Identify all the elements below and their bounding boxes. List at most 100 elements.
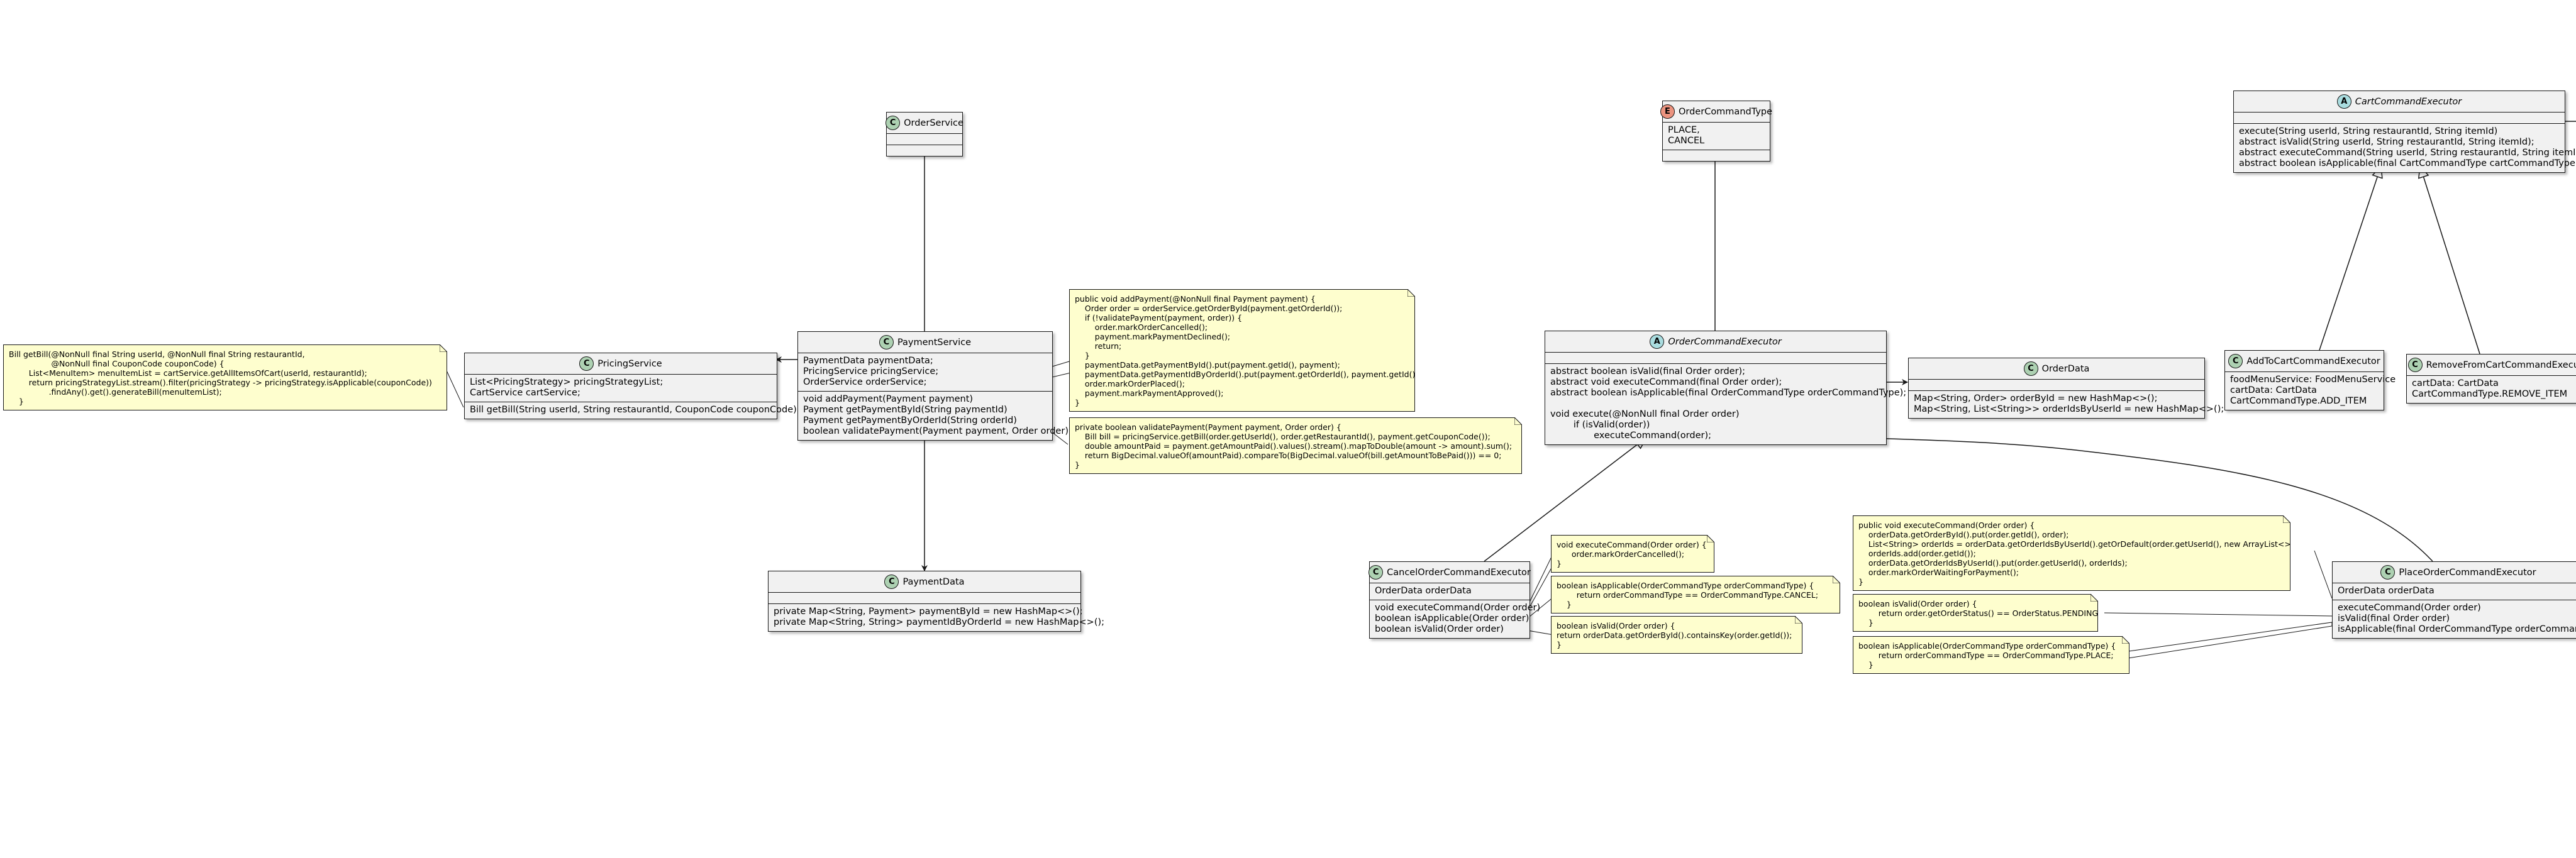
note-link-cancel-applicable	[1529, 597, 1554, 617]
class-methods	[1663, 150, 1770, 161]
note-place-execute-command: public void executeCommand(Order order) …	[1853, 515, 2290, 591]
abstract-a-icon: A	[1650, 334, 1665, 349]
enum-e-icon: E	[1660, 104, 1675, 119]
edge-cancel-extends-executor	[1484, 437, 1646, 562]
note-fold-icon	[1514, 417, 1522, 425]
method-row: executeCommand(order);	[1550, 431, 1712, 441]
field-row: PricingService pricingService;	[803, 366, 939, 377]
method-row: void executeCommand(Order order)	[1375, 603, 1541, 613]
method-row: Payment getPaymentById(String paymentId)	[803, 405, 1008, 415]
method-row: execute(String userId, String restaurant…	[2239, 126, 2498, 136]
class-c-icon: C	[879, 335, 894, 349]
method-row: abstract isValid(String userId, String r…	[2239, 137, 2534, 147]
field-row: CartCommandType.ADD_ITEM	[2230, 396, 2367, 406]
class-fields: OrderData orderData	[2333, 583, 2576, 600]
class-fields	[1545, 352, 1886, 363]
class-c-icon: C	[579, 356, 594, 371]
note-add-payment: public void addPayment(@NonNull final Pa…	[1069, 289, 1415, 412]
method-row: private Map<String, String> paymentIdByO…	[774, 617, 1105, 627]
class-methods: private Map<String, Payment> paymentById…	[769, 603, 1105, 631]
method-row: isValid(final Order order)	[2338, 613, 2450, 624]
method-row: boolean isApplicable(Order order)	[1375, 613, 1530, 624]
edge-removecart-extends-cartexecutor	[2420, 166, 2480, 355]
class-methods: executeCommand(Order order) isValid(fina…	[2333, 600, 2576, 638]
class-name: PricingService	[597, 358, 662, 369]
method-row: executeCommand(Order order)	[2338, 603, 2481, 613]
method-row: private Map<String, Payment> paymentById…	[774, 607, 1083, 617]
class-fields	[1909, 379, 2204, 390]
field-row: OrderData orderData	[2338, 586, 2434, 596]
method-row: Bill getBill(String userId, String resta…	[470, 405, 797, 415]
method-row: boolean validatePayment(Payment payment,…	[803, 426, 1069, 436]
class-name: CancelOrderCommandExecutor	[1387, 567, 1531, 578]
method-row: if (isValid(order))	[1550, 420, 1650, 430]
field-row: CartService cartService;	[470, 388, 580, 398]
note-fold-icon	[2122, 636, 2129, 644]
note-fold-icon	[1707, 535, 1714, 542]
method-row: abstract executeCommand(String userId, S…	[2239, 148, 2576, 158]
method-row: abstract void executeCommand(final Order…	[1550, 377, 1782, 387]
method-row: boolean isValid(Order order)	[1375, 624, 1504, 634]
class-c-icon: C	[2023, 361, 2038, 376]
class-fields: PaymentData paymentData; PricingService …	[798, 353, 1052, 391]
field-row: PaymentData paymentData;	[803, 356, 933, 366]
class-methods: void addPayment(Payment payment) Payment…	[798, 391, 1069, 440]
method-row	[1550, 399, 1881, 409]
method-row: void addPayment(Payment payment)	[803, 394, 974, 404]
note-fold-icon	[440, 344, 447, 352]
note-link-getbill	[444, 366, 464, 408]
field-row: CartCommandType.REMOVE_ITEM	[2412, 389, 2568, 399]
class-fields	[2234, 112, 2565, 123]
class-methods: Bill getBill(String userId, String resta…	[465, 402, 797, 419]
note-cancel-is-applicable: boolean isApplicable(OrderCommandType or…	[1551, 576, 1840, 613]
class-fields: cartData: CartData CartCommandType.REMOV…	[2407, 375, 2576, 403]
note-link-place-valid	[2104, 612, 2333, 617]
method-row: abstract boolean isValid(final Order ord…	[1550, 366, 1746, 377]
class-name: OrderData	[2041, 363, 2090, 374]
class-name: OrderService	[904, 118, 963, 128]
class-methods	[887, 145, 962, 156]
note-fold-icon	[1407, 289, 1415, 297]
method-row: abstract boolean isApplicable(final Orde…	[1550, 388, 1907, 398]
class-name: RemoveFromCartCommandExecuto	[2426, 360, 2576, 370]
class-methods: abstract boolean isValid(final Order ord…	[1545, 363, 1907, 444]
note-fold-icon	[2283, 515, 2290, 523]
class-c-icon: C	[2228, 354, 2243, 368]
class-fields: foodMenuService: FoodMenuService cartDat…	[2225, 371, 2396, 410]
field-row: OrderData orderData	[1375, 586, 1472, 596]
method-row: isApplicable(final OrderCommandType orde…	[2338, 624, 2576, 634]
field-row: List<PricingStrategy> pricingStrategyLis…	[470, 377, 663, 387]
class-name: PaymentData	[902, 576, 965, 587]
method-row: abstract boolean isApplicable(final Cart…	[2239, 158, 2576, 168]
note-validate-payment: private boolean validatePayment(Payment …	[1069, 417, 1522, 474]
note-link-place-applicable	[2124, 622, 2333, 659]
note-fold-icon	[1833, 576, 1840, 583]
class-fields	[769, 592, 1080, 603]
class-methods: execute(String userId, String restaurant…	[2234, 123, 2576, 172]
class-c-icon: C	[884, 575, 899, 589]
class-name: OrderCommandType	[1678, 106, 1773, 117]
